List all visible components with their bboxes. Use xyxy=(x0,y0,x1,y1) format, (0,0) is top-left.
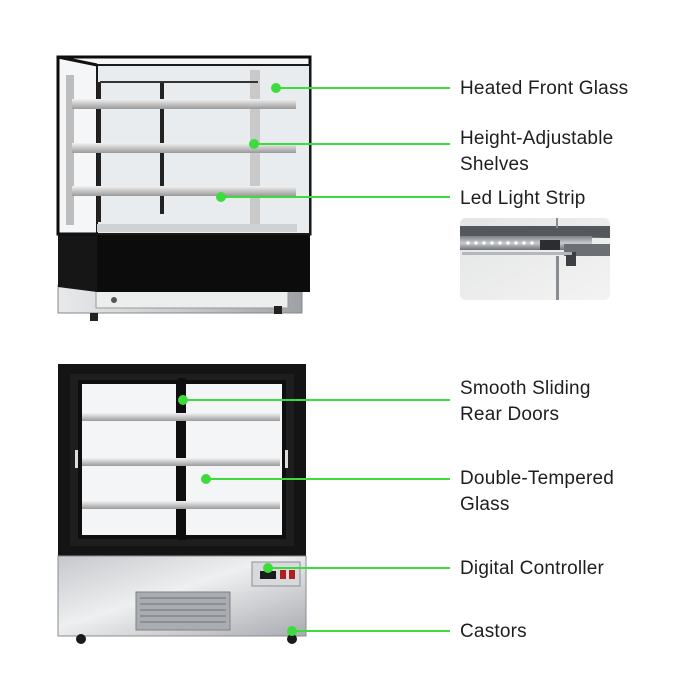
label-digital-controller: Digital Controller xyxy=(460,558,605,579)
callout-line-sliding-rear-doors xyxy=(183,399,450,401)
callout-line-led-light-strip xyxy=(221,196,450,198)
label-smooth-sliding-rear-doors: Smooth Sliding Rear Doors xyxy=(460,378,591,425)
callout-line-digital-controller xyxy=(268,567,450,569)
label-height-adjustable-shelves: Height-Adjustable Shelves xyxy=(460,128,614,175)
callout-line-shelves xyxy=(254,143,450,145)
callout-line-heated-front-glass xyxy=(276,87,450,89)
label-double-tempered-glass: Double-Tempered Glass xyxy=(460,468,615,515)
callout-line-castors xyxy=(292,630,450,632)
label-led-light-strip: Led Light Strip xyxy=(460,188,586,209)
callout-line-tempered-glass xyxy=(206,478,450,480)
label-castors: Castors xyxy=(460,621,527,642)
label-heated-front-glass: Heated Front Glass xyxy=(460,78,629,99)
